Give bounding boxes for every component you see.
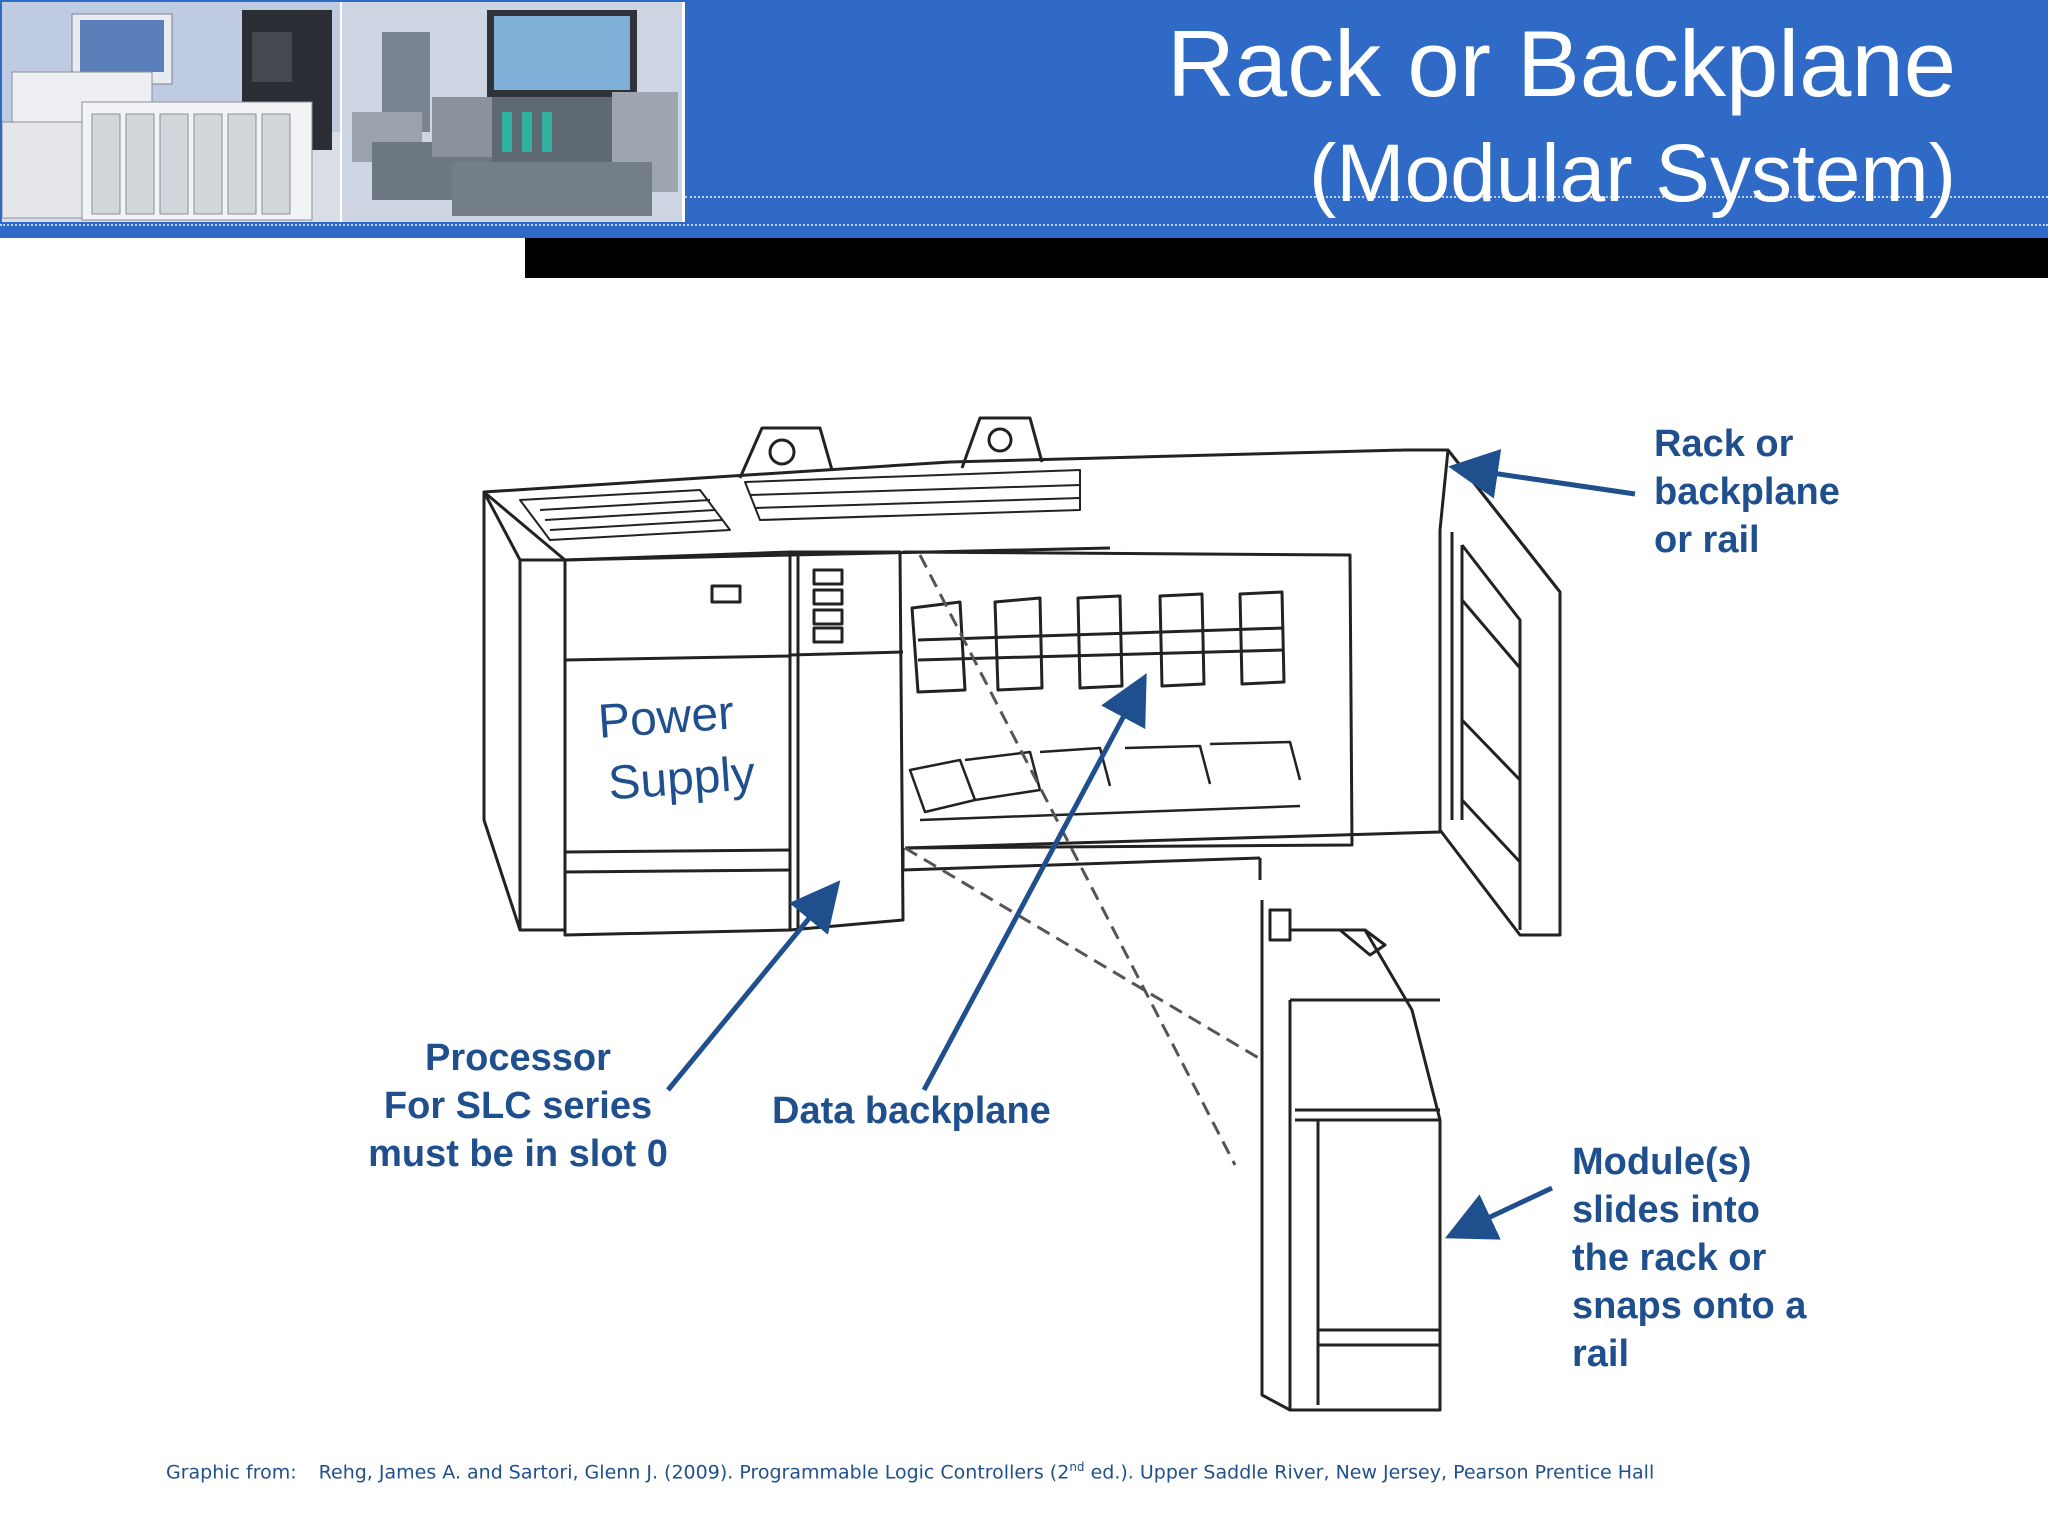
module-arrow	[1444, 1185, 1554, 1240]
power-supply-label: Power Supply	[596, 681, 757, 815]
header-black-bar	[525, 238, 2048, 278]
mounting-hole	[987, 427, 1013, 453]
rack-callout-line: or rail	[1654, 519, 1760, 561]
credit-superscript: nd	[1069, 1460, 1085, 1474]
header-bottom-strip	[0, 238, 525, 256]
slot-area	[902, 550, 1354, 850]
rack-callout-line: backplane	[1654, 471, 1840, 513]
processor-callout-line: Processor	[425, 1037, 611, 1079]
processor-callout: Processor For SLC series must be in slot…	[340, 1034, 696, 1178]
mounting-tab	[960, 416, 1044, 469]
rack-callout: Rack or backplane or rail	[1654, 420, 1840, 564]
processor-callout-line: must be in slot 0	[368, 1133, 668, 1175]
credit-prefix: Graphic from:	[166, 1461, 297, 1484]
module-callout-line: snaps onto a	[1572, 1285, 1807, 1327]
slide-header: Rack or Backplane (Modular System)	[0, 0, 2048, 238]
processor-callout-line: For SLC series	[383, 1085, 653, 1127]
header-dotted-line	[685, 196, 2048, 198]
power-supply-label-line: Power	[596, 686, 736, 749]
module-callout-line: Module(s)	[1572, 1141, 1752, 1183]
module-callout-line: rail	[1572, 1333, 1630, 1375]
slide-in-module	[1260, 900, 1442, 1412]
data-backplane-callout: Data backplane	[772, 1090, 1051, 1132]
mounting-tab	[738, 426, 834, 479]
credit-citation: Rehg, James A. and Sartori, Glenn J. (20…	[318, 1461, 1070, 1484]
module-callout-line: slides into	[1572, 1189, 1760, 1231]
power-supply-label-line: Supply	[606, 747, 757, 811]
slide-title: Rack or Backplane	[1167, 11, 1956, 116]
backplane-connectors	[910, 590, 1286, 694]
rack-callout-line: Rack or	[1654, 423, 1794, 465]
processor-front	[789, 550, 905, 932]
data-backplane-arrow	[921, 673, 1147, 1092]
processor-arrow	[666, 880, 841, 1092]
source-credit: Graphic from: Rehg, James A. and Sartori,…	[166, 1460, 1654, 1483]
plc-photo-right	[342, 2, 685, 222]
header-dotted-line	[0, 224, 2048, 226]
module-callout-line: the rack or	[1572, 1237, 1767, 1279]
rack-arrow	[1448, 449, 1636, 499]
mounting-hole	[768, 438, 796, 466]
rack-end-panel	[1438, 448, 1562, 937]
module-guides	[908, 740, 1302, 822]
credit-citation-end: ed.). Upper Saddle River, New Jersey, Pe…	[1084, 1461, 1655, 1484]
module-callout: Module(s) slides into the rack or snaps …	[1572, 1138, 1806, 1378]
plc-photo-left	[2, 2, 343, 222]
slide-subtitle: (Modular System)	[1308, 128, 1956, 219]
